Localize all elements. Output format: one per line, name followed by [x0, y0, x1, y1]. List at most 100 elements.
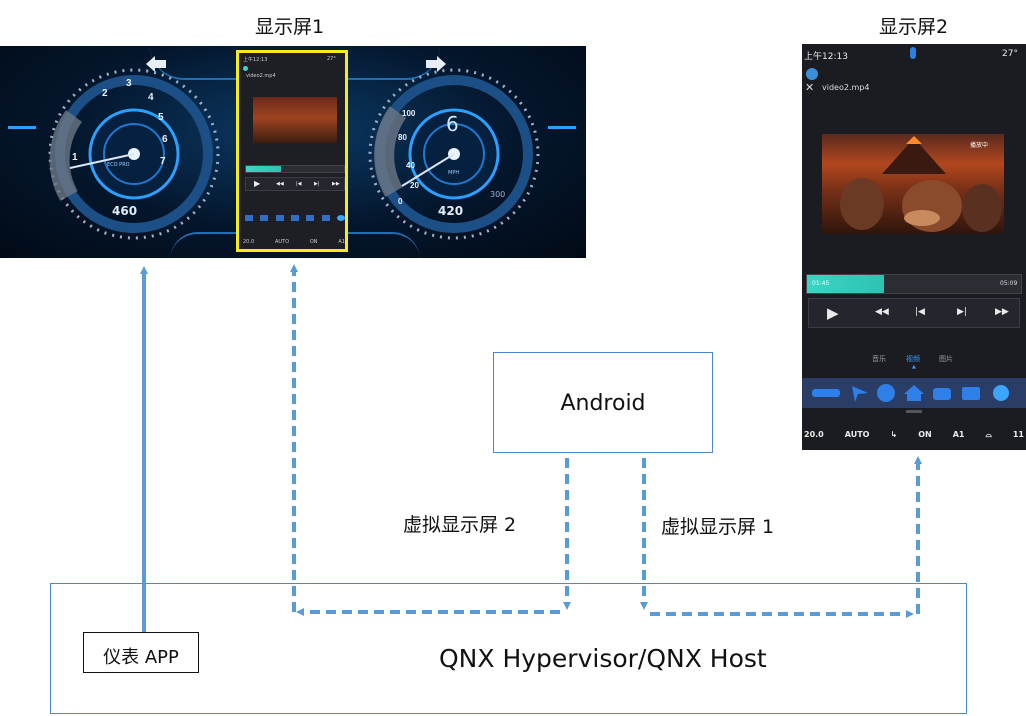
android-label: Android: [560, 391, 646, 416]
virtual-display-1-path: [640, 456, 922, 618]
display2-title: 显示屏2: [879, 16, 949, 38]
fan-speed[interactable]: 11: [1012, 430, 1024, 439]
phone1-play-icon[interactable]: ▶: [254, 179, 261, 188]
tab-video[interactable]: 视频: [906, 355, 920, 363]
phone1-video-thumbnail: [253, 97, 337, 143]
climate-auto[interactable]: AUTO: [844, 430, 870, 439]
media-disc-icon: [877, 384, 895, 402]
phone1-radio-icon[interactable]: [321, 215, 330, 221]
svg-text:1: 1: [72, 152, 78, 163]
tab-pictures[interactable]: 图片: [939, 355, 953, 363]
close-icon[interactable]: ✕: [805, 81, 815, 94]
svg-text:5: 5: [158, 112, 164, 123]
virtual-display-2-label: 虚拟显示屏 2: [403, 514, 517, 536]
phone1-progress-track[interactable]: [245, 165, 345, 173]
phone1-rewind-icon[interactable]: ◀◀: [276, 181, 284, 187]
phone1-climate-on[interactable]: ON: [309, 239, 318, 245]
app-dock-icons: [812, 384, 1009, 402]
cluster-app-box: 仪表 APP: [83, 632, 199, 673]
qnx-host-box: QNX Hypervisor/QNX Host: [50, 583, 967, 714]
phone1-forward-icon[interactable]: ▶▶: [332, 181, 340, 187]
defrost-icon[interactable]: ⌓: [985, 430, 992, 439]
phone1-app-row: [245, 215, 345, 225]
svg-text:6: 6: [162, 134, 168, 145]
display2-progress-fill: [807, 275, 885, 293]
seat-icon[interactable]: ↳: [890, 430, 898, 439]
video-frame[interactable]: 播放中: [822, 134, 1004, 234]
display2-android-screen: 上午12:13 27° ✕ video2.mp4 播放中 01:45 05:09…: [802, 44, 1026, 450]
home-icon: [904, 385, 924, 401]
phone1-avatar: [243, 66, 248, 71]
climate-on[interactable]: ON: [918, 430, 932, 439]
app-dock: [802, 378, 1026, 408]
svg-text:3: 3: [126, 78, 132, 89]
phone1-next-icon[interactable]: ▶|: [314, 181, 320, 187]
phone1-phone-icon[interactable]: [306, 215, 315, 221]
radio-icon: [962, 387, 980, 400]
active-tab-indicator-icon: ▲: [912, 364, 916, 370]
right-indicator: [548, 126, 576, 129]
speed-unit: MPH: [448, 170, 460, 176]
left-turn-arrow-icon: [146, 56, 166, 72]
svg-text:4: 4: [148, 92, 154, 103]
phone1-climate-temp[interactable]: 20.0: [243, 239, 255, 245]
android-box: Android: [493, 352, 713, 453]
phone1-status-right: 27°: [327, 56, 336, 62]
virtual-display-1-label: 虚拟显示屏 1: [661, 516, 775, 538]
phone1-car-icon[interactable]: [245, 215, 253, 221]
duration-time: 05:09: [1000, 280, 1018, 287]
video-scene-image: [840, 136, 1002, 232]
display1-android-window: 上午12:13 27° video2.mp4 ▶ ◀◀ |◀ ▶| ▶▶ 20.…: [236, 50, 348, 252]
cluster-app-label: 仪表 APP: [103, 647, 179, 668]
play-icon[interactable]: ▶: [827, 304, 839, 322]
next-icon[interactable]: ▶|: [957, 307, 967, 317]
svg-text:80: 80: [398, 133, 407, 142]
right-turn-arrow-icon: [426, 56, 446, 72]
display2-status-right: 27°: [1002, 49, 1018, 59]
phone1-media-icon[interactable]: [275, 215, 284, 221]
phone1-climate-row: 20.0 AUTO ON A1: [243, 239, 345, 245]
climate-a1[interactable]: A1: [952, 430, 965, 439]
svg-text:0: 0: [398, 197, 403, 206]
settings-gear-icon: [993, 385, 1009, 401]
phone1-nav-icon[interactable]: [260, 215, 269, 221]
display2-controls: ▶ ◀◀ |◀ ▶| ▶▶: [808, 298, 1020, 328]
phone1-prev-icon[interactable]: |◀: [296, 181, 302, 187]
phone1-controls: ▶ ◀◀ |◀ ▶| ▶▶: [245, 177, 345, 191]
phone-icon: [933, 388, 951, 400]
phone1-home-icon[interactable]: [290, 215, 299, 221]
phone1-settings-icon[interactable]: [336, 215, 345, 221]
tachometer-gauge: 3 45 6 7 2 1: [48, 68, 220, 240]
svg-text:20: 20: [410, 181, 419, 190]
svg-text:2: 2: [102, 88, 108, 99]
display2-status-time: 上午12:13: [804, 52, 848, 62]
car-icon: [812, 389, 840, 397]
right-gauge-max: 300: [490, 190, 506, 199]
tab-music[interactable]: 音乐: [872, 355, 886, 363]
climate-row: 20.0 AUTO ↳ ON A1 ⌓ 11: [804, 430, 1024, 440]
phone1-status-time: 上午12:13: [243, 57, 268, 63]
display2-progress-track[interactable]: [806, 274, 1022, 294]
display1-title: 显示屏1: [255, 16, 325, 38]
rewind-icon[interactable]: ◀◀: [875, 307, 889, 317]
left-indicator: [8, 126, 36, 129]
climate-temperature[interactable]: 20.0: [804, 430, 824, 439]
right-gauge-value: 420: [438, 204, 464, 218]
elapsed-time: 01:45: [812, 280, 830, 287]
display2-avatar[interactable]: [806, 68, 818, 80]
fast-forward-icon[interactable]: ▶▶: [995, 307, 1009, 317]
phone1-progress-fill: [246, 166, 282, 172]
phone1-climate-a1[interactable]: A1: [338, 239, 345, 245]
display2-status-bar: 上午12:13 27°: [802, 44, 1026, 66]
speed-value: 6: [446, 112, 459, 136]
phone1-file-name: video2.mp4: [246, 73, 276, 79]
previous-icon[interactable]: |◀: [915, 307, 925, 317]
left-gauge-value: 460: [112, 204, 138, 218]
phone1-climate-auto[interactable]: AUTO: [274, 239, 290, 245]
svg-text:7: 7: [160, 156, 166, 167]
navigation-icon: [852, 386, 868, 402]
virtual-display-2-path: [290, 264, 571, 616]
display2-file-name: video2.mp4: [822, 83, 870, 92]
